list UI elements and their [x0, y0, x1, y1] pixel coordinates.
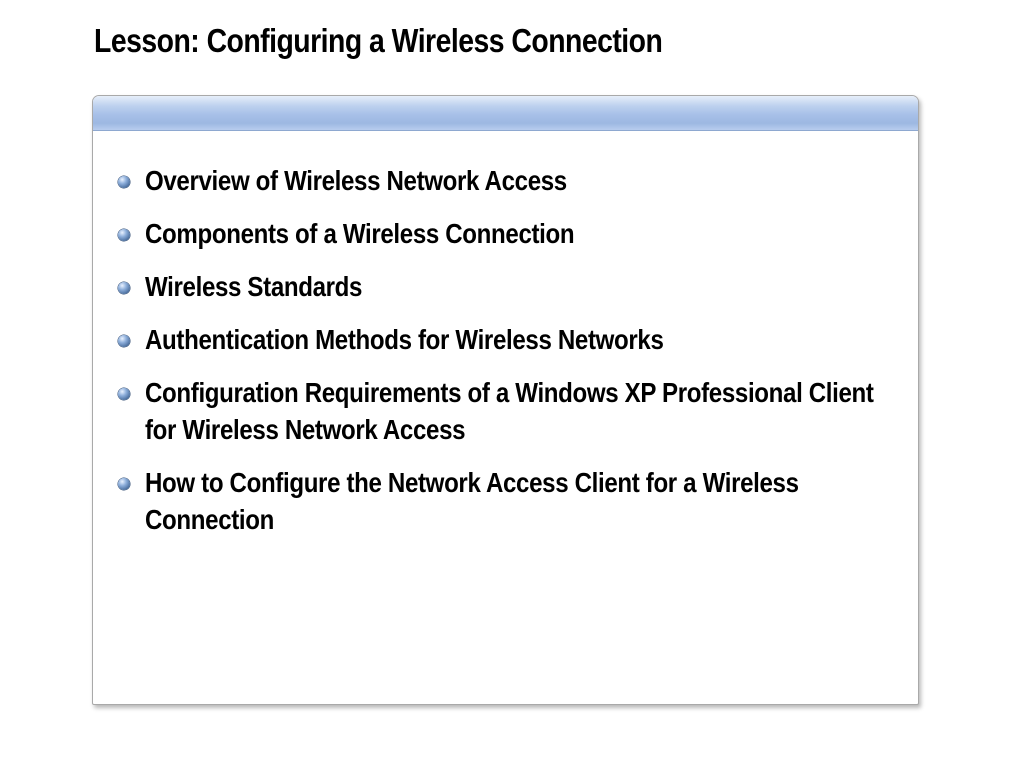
list-item-text: Components of a Wireless Connection — [145, 218, 575, 249]
list-item: Configuration Requirements of a Windows … — [118, 374, 885, 448]
list-item: Components of a Wireless Connection — [118, 215, 885, 252]
list-item: Authentication Methods for Wireless Netw… — [118, 321, 885, 358]
list-item: How to Configure the Network Access Clie… — [118, 464, 885, 538]
list-item-text: How to Configure the Network Access Clie… — [145, 467, 799, 535]
bullet-list: Overview of Wireless Network Access Comp… — [118, 162, 885, 554]
list-item: Wireless Standards — [118, 268, 885, 305]
list-item-text: Configuration Requirements of a Windows … — [145, 377, 874, 445]
sphere-bullet-icon — [118, 282, 130, 294]
list-item: Overview of Wireless Network Access — [118, 162, 885, 199]
list-item-text: Overview of Wireless Network Access — [145, 165, 567, 196]
content-panel: Overview of Wireless Network Access Comp… — [92, 95, 919, 705]
sphere-bullet-icon — [118, 176, 130, 188]
panel-header-bar — [93, 96, 918, 131]
list-item-text: Authentication Methods for Wireless Netw… — [145, 324, 664, 355]
sphere-bullet-icon — [118, 229, 130, 241]
slide-title: Lesson: Configuring a Wireless Connectio… — [94, 22, 663, 59]
list-item-text: Wireless Standards — [145, 271, 363, 302]
sphere-bullet-icon — [118, 478, 130, 490]
sphere-bullet-icon — [118, 335, 130, 347]
sphere-bullet-icon — [118, 388, 130, 400]
